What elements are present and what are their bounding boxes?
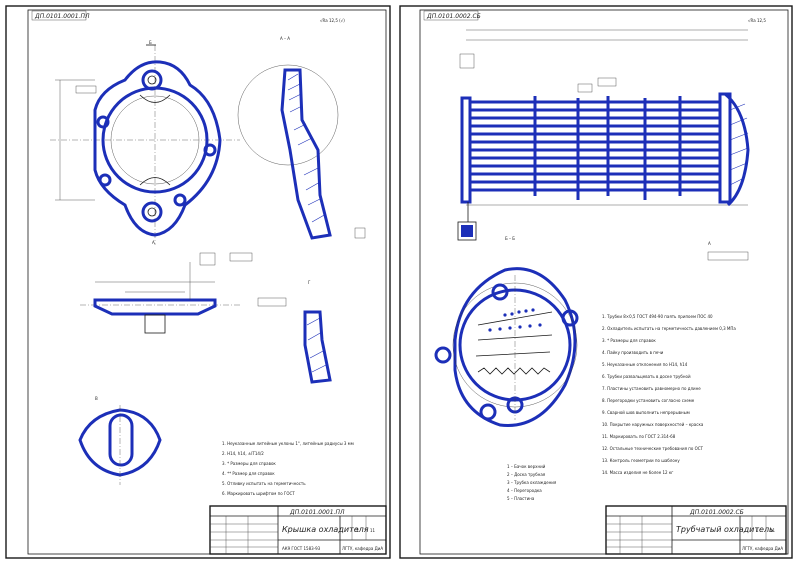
flange-bore-inner: [110, 95, 200, 185]
right-note-4: 4. Пайку производить в печи: [602, 350, 664, 355]
legend-item-3: 3 – Трубка охлаждения: [507, 480, 557, 485]
left-note-4: 4. ** Размер для справок: [222, 471, 275, 476]
bolt-hole-4: [173, 193, 187, 207]
view-v-label: В: [95, 396, 98, 401]
left-notes: 1. Неуказанные литейные уклоны 1°, литей…: [222, 441, 354, 496]
left-frame: [5, 5, 391, 559]
right-note-8: 8. Перегородки установить согласно схеме: [602, 398, 695, 403]
left-corner-stamp: ДП.0101.0001.ПЛ: [34, 13, 90, 20]
left-inner-frame: [27, 9, 387, 555]
flange-outline: [93, 60, 222, 237]
right-notes: 1. Трубки 8×0,5 ГОСТ 494-90 паять припое…: [602, 314, 736, 475]
bolt-hole-1: [96, 115, 110, 129]
view-label-a: А: [152, 240, 155, 245]
view-g: Г: [257, 280, 332, 384]
boss-top: [141, 69, 163, 91]
left-note-3: 3. * Размеры для справок: [222, 461, 276, 466]
left-note-1: 1. Неуказанные литейные уклоны 1°, литей…: [222, 441, 354, 446]
left-doc-code: ДП.0101.0001.ПЛ: [289, 509, 345, 516]
section-bb-label: Б – Б: [505, 236, 515, 241]
right-note-6: 6. Трубки развальцевать в доске трубной: [602, 374, 691, 379]
left-sheet-total: 11: [370, 528, 376, 533]
cooling-tubes: [470, 100, 720, 192]
bolt-hole-3: [203, 143, 217, 157]
section-bb-outline: [453, 267, 577, 427]
view-v-slot: [108, 413, 134, 467]
left-title: Крышка охладителя: [282, 525, 369, 534]
section-aa-label: А – А: [280, 36, 290, 41]
legend-item-2: 2 – Доска трубная: [507, 472, 546, 477]
view-v-outline: [78, 408, 162, 477]
right-note-9: 9. Сварной шов выполнить непрерывным: [602, 410, 690, 415]
left-note-5: 5. Отливку испытать на герметичность: [222, 481, 306, 486]
right-sheet-num: 1: [756, 528, 759, 533]
left-roughness: √Ra 12,5 (√): [320, 18, 345, 23]
right-roughness: √Ra 12,5: [748, 18, 766, 23]
legend-item-5: 5 – Пластина: [507, 496, 535, 501]
section-aa: А – А: [237, 36, 366, 240]
cover-side-section: [80, 252, 253, 334]
cooler-side-view: А: [457, 29, 750, 261]
cover-front-view: Б А: [50, 40, 240, 245]
left-corner-stamp-box: [31, 10, 87, 21]
right-note-7: 7. Пластины установить равномерно по дли…: [602, 386, 701, 391]
right-note-10: 10. Покрытие наружных поверхностей – кра…: [602, 422, 704, 427]
section-aa-profile: [280, 68, 332, 240]
side-section-profile: [93, 298, 217, 316]
right-doc-code: ДП.0101.0002.СБ: [689, 509, 744, 516]
left-sheet: ДП.0101.0001.ПЛ √Ra 12,5 (√) Б: [5, 5, 391, 559]
tube-sheet-left: [460, 96, 472, 204]
legend-item-1: 1 – Бачок верхний: [507, 464, 546, 469]
left-material: АК9 ГОСТ 1583-93: [282, 546, 321, 551]
right-note-12: 12. Остальные технические требования по …: [602, 446, 704, 451]
view-label-b: Б: [149, 40, 152, 45]
view-g-profile: [303, 310, 332, 384]
right-note-5: 5. Неуказанные отклонения по Н14, h14: [602, 362, 688, 367]
section-bb: Б – Б: [434, 236, 579, 427]
right-title: Трубчатый охладитель: [676, 525, 774, 534]
view-g-label: Г: [308, 280, 311, 285]
right-titleblock: ДП.0101.0002.СБ Трубчатый охладитель ЛГТ…: [605, 505, 787, 555]
right-corner-stamp: ДП.0101.0002.СБ: [426, 13, 481, 20]
boss-bottom: [141, 201, 163, 223]
left-note-6: 6. Маркировать шрифтом по ГОСТ: [222, 491, 295, 496]
right-note-1: 1. Трубки 8×0,5 ГОСТ 494-90 паять припое…: [602, 314, 713, 319]
bolt-hole-2: [98, 173, 112, 187]
right-note-3: 3. * Размеры для справок: [602, 338, 656, 343]
right-note-11: 11. Маркировать по ГОСТ 2.314-68: [602, 434, 676, 439]
right-inner-frame: [419, 9, 789, 555]
right-note-13: 13. Контроль геометрии по шаблону: [602, 458, 680, 463]
right-frame: [399, 5, 793, 559]
tube-sheet-right: [718, 92, 732, 204]
tank-outline: [724, 92, 750, 207]
view-v: В: [78, 396, 162, 485]
legend-item-4: 4 – Перегородка: [507, 488, 542, 493]
left-sheet-num: 1: [356, 528, 359, 533]
left-titleblock: ДП.0101.0001.ПЛ Крышка охладителя АК9 ГО…: [209, 505, 387, 555]
left-org: ЛГТУ, кафедра ДиА: [342, 546, 383, 551]
right-sheet-total: 11: [770, 528, 776, 533]
right-legend: 1 – Бачок верхний 2 – Доска трубная 3 – …: [507, 464, 557, 501]
view-a-label: А: [708, 241, 711, 246]
right-sheet: ДП.0101.0002.СБ √Ra 12,5: [399, 5, 793, 559]
right-org: ЛГТУ, кафедра ДиА: [742, 546, 783, 551]
baffle-plates: [533, 96, 682, 200]
right-note-14: 14. Масса изделия не более 12 кг: [602, 470, 673, 475]
right-note-2: 2. Охладитель испытать на герметичность …: [602, 326, 736, 331]
left-note-2: 2. Н14, h14, ±IT14/2: [222, 451, 264, 456]
